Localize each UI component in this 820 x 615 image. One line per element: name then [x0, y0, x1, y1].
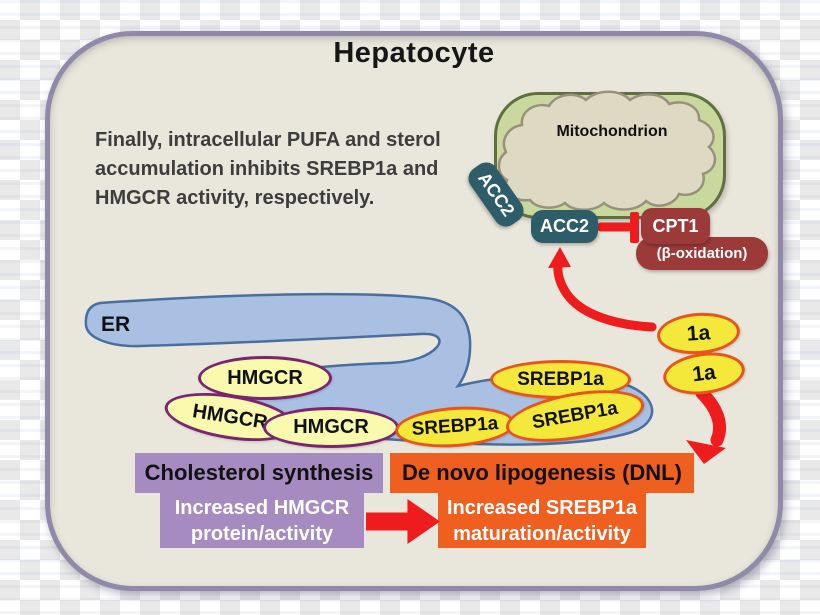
cholesterol-effect-line: protein/activity	[190, 522, 334, 545]
cholesterol-effect-box: Increased HMGCR protein/activity	[160, 493, 364, 548]
activation-arrow-1a-to-dnl	[686, 386, 727, 464]
acc2-cytosol-box: ACC2	[531, 210, 598, 243]
dnl-box: De novo lipogenesis (DNL)	[390, 453, 694, 493]
dnl-effect-line: maturation/activity	[453, 522, 631, 545]
inhibition-tee	[596, 212, 639, 243]
mitochondrion-label: Mitochondrion	[556, 123, 668, 140]
cholesterol-synthesis-box: Cholesterol synthesis	[135, 453, 383, 493]
intro-note-line: HMGCR activity, respectively.	[95, 187, 375, 209]
cpt1-box: CPT1	[641, 208, 710, 244]
intro-note: Finally, intracellular PUFA and sterol a…	[95, 126, 455, 213]
hmgcr-ellipse: HMGCR	[263, 407, 399, 448]
dnl-effect-box: Increased SREBP1a maturation/activity	[438, 493, 646, 548]
page-title: Hepatocyte	[333, 37, 495, 69]
intro-note-line: accumulation inhibits SREBP1a and	[95, 158, 439, 180]
er-label: ER	[101, 313, 131, 336]
activation-arrow-1a-to-acc2	[548, 247, 657, 332]
intro-note-line: Finally, intracellular PUFA and sterol	[95, 129, 441, 151]
cholesterol-effect-line: Increased HMGCR	[174, 496, 350, 519]
dnl-effect-line: Increased SREBP1a	[446, 496, 638, 519]
mitochondrion-cloud	[497, 90, 717, 211]
